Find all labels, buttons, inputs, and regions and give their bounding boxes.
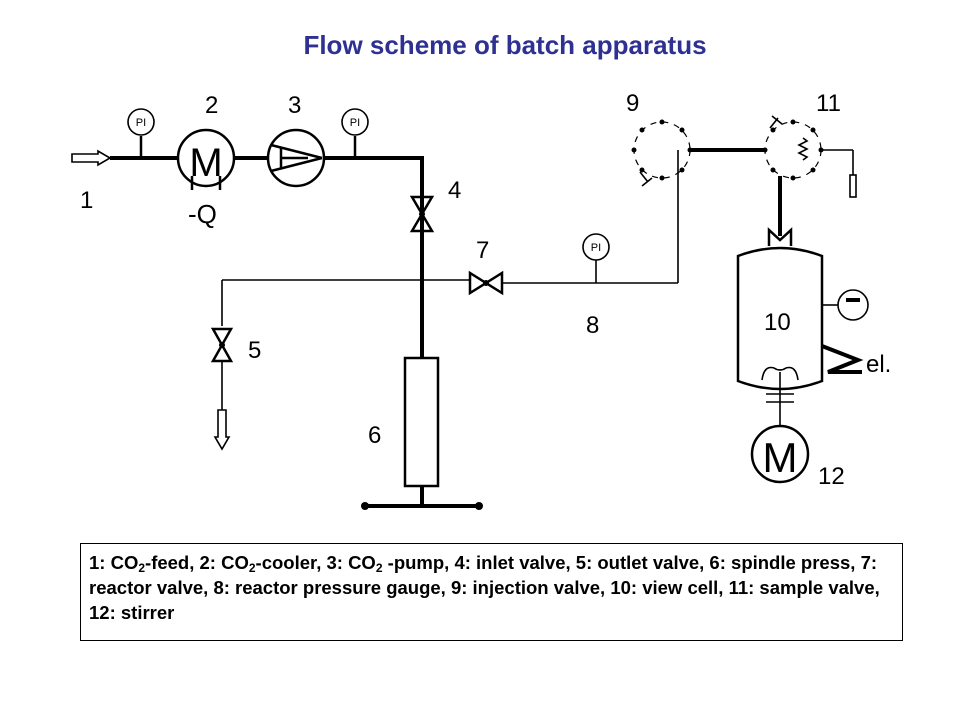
cooler-m-label: M (189, 141, 222, 185)
stirrer-motor: M (750, 424, 810, 484)
legend-text-1: 1: CO (89, 552, 139, 573)
legend-text-4: -pump, 4: inlet valve, 5: outlet valve, … (89, 552, 880, 623)
label-7: 7 (476, 237, 489, 264)
legend-sub-2: 2 (248, 561, 256, 575)
cell-inlet-nozzle (767, 227, 793, 246)
legend-sub-3: 2 (375, 561, 383, 575)
label-9: 9 (626, 90, 639, 117)
heater-label: el. (866, 351, 891, 378)
pi-label: PI (136, 117, 146, 129)
legend-box: 1: CO2-feed, 2: CO2-cooler, 3: CO2 -pump… (80, 543, 903, 641)
page-title: Flow scheme of batch apparatus (303, 30, 707, 60)
stirrer-m-label: M (763, 434, 798, 481)
injection-valve (631, 119, 693, 187)
legend-text-2: -feed, 2: CO (145, 552, 249, 573)
label-6: 6 (368, 422, 381, 449)
co2-cooler: M (176, 128, 236, 190)
legend-sub-1: 2 (138, 561, 146, 575)
label-4: 4 (448, 177, 461, 204)
view-cell (736, 246, 824, 391)
co2-pump (266, 128, 326, 188)
pi-label: PI (591, 242, 601, 254)
sight-glass (822, 289, 869, 321)
sample-vial (849, 174, 857, 198)
pressure-indicator-2: PI (341, 108, 369, 158)
reactor-valve (468, 270, 504, 296)
label-1: 1 (80, 187, 93, 214)
electric-heater (821, 344, 864, 374)
label-2: 2 (205, 92, 218, 119)
legend-text-3: -cooler, 3: CO (255, 552, 376, 573)
pi-label: PI (350, 117, 360, 129)
spindle-press (361, 356, 483, 510)
label-3: 3 (288, 92, 301, 119)
reactor-pressure-gauge: PI (582, 233, 610, 283)
label-10: 10 (764, 309, 791, 336)
stirrer-coupling (766, 383, 794, 426)
outlet-arrow (213, 409, 231, 451)
label-11: 11 (816, 90, 841, 117)
outlet-valve (210, 327, 234, 363)
label-12: 12 (818, 463, 845, 490)
label-5: 5 (248, 337, 261, 364)
feed-arrow (71, 149, 112, 167)
label-8: 8 (586, 312, 599, 339)
inlet-valve (409, 195, 435, 233)
cooler-q-label: -Q (188, 199, 217, 229)
sample-valve (762, 115, 824, 181)
pressure-indicator-1: PI (127, 108, 155, 158)
